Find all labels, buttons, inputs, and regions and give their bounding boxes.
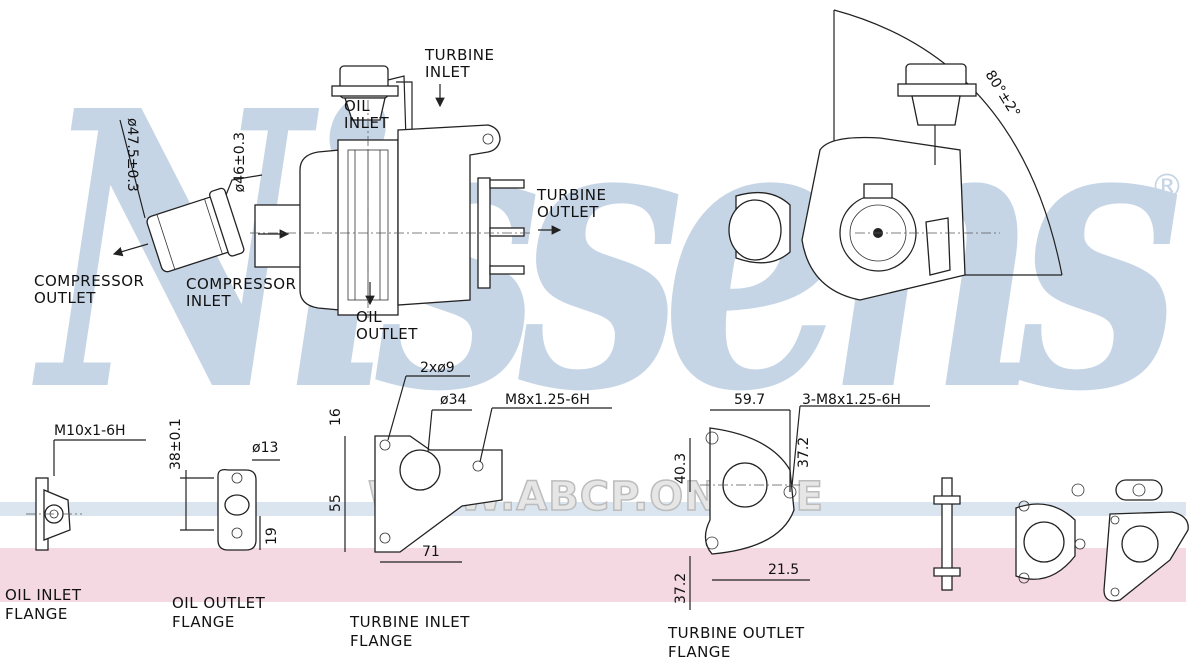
compressor-outlet-label: COMPRESSOR bbox=[34, 272, 144, 290]
turbine-outlet-flange-caption-2: FLANGE bbox=[668, 643, 731, 661]
compressor-inlet-diameter: ø46±0.3 bbox=[232, 132, 248, 192]
oil-inlet-flange-caption: OIL INLET bbox=[5, 586, 82, 604]
compressor-housing bbox=[299, 149, 341, 311]
ti-thread: M8x1.25-6H bbox=[505, 392, 590, 408]
turbo-end-view bbox=[728, 9, 1063, 301]
compressor-outlet-pipe bbox=[146, 187, 245, 273]
dia-leader bbox=[119, 119, 146, 219]
oil-pipe bbox=[941, 477, 953, 591]
compressor-outlet-arrow bbox=[112, 243, 149, 257]
compressor-outlet-label-2: OUTLET bbox=[34, 289, 96, 307]
oil-outlet-flange-caption: OIL OUTLET bbox=[172, 594, 266, 612]
oil-outlet-label-2: OUTLET bbox=[356, 325, 418, 343]
oil-outlet-flange-drawing bbox=[180, 459, 280, 551]
compressor-outlet-diameter: ø47.5±0.3 bbox=[124, 118, 140, 192]
oil-gasket bbox=[1115, 479, 1163, 501]
to-37-2-left: 37.2 bbox=[673, 573, 689, 604]
turbine-inlet-flange-drawing bbox=[344, 375, 612, 563]
ti-71: 71 bbox=[422, 544, 440, 560]
oil-outlet-diameter: ø13 bbox=[252, 440, 278, 456]
turbine-outlet-flange-caption: TURBINE OUTLET bbox=[667, 624, 805, 642]
turbine-inlet-flange-caption-2: FLANGE bbox=[350, 632, 413, 650]
oil-inlet-thread: M10x1-6H bbox=[54, 423, 126, 439]
oil-outlet-label: OIL bbox=[356, 308, 382, 326]
oil-inlet-label: OIL bbox=[344, 97, 370, 115]
compressor-inlet-label: COMPRESSOR bbox=[186, 275, 296, 293]
dia-leader-2 bbox=[225, 174, 263, 196]
pink-stripe bbox=[0, 548, 1186, 602]
turbine-outlet-flange-drawing bbox=[689, 405, 930, 610]
to-thread: 3-M8x1.25-6H bbox=[802, 392, 901, 408]
actuator bbox=[331, 65, 413, 141]
registered-mark-icon: ® bbox=[1150, 167, 1184, 207]
turbine-inlet-flange-caption: TURBINE INLET bbox=[349, 613, 470, 631]
to-59-7: 59.7 bbox=[734, 392, 765, 408]
turbine-inlet-label: TURBINE bbox=[424, 46, 494, 64]
turbine-housing bbox=[397, 124, 501, 306]
ti-bore: ø34 bbox=[440, 392, 466, 408]
turbo-side-view bbox=[112, 65, 562, 318]
oil-outlet-height: 38±0.1 bbox=[168, 418, 184, 470]
to-21-5: 21.5 bbox=[768, 562, 799, 578]
turbine-inlet-label-2: INLET bbox=[425, 63, 470, 81]
compressor-inlet-neck bbox=[254, 204, 304, 268]
oil-inlet-flange-caption-2: FLANGE bbox=[5, 605, 68, 623]
ti-55: 55 bbox=[328, 494, 344, 512]
oil-inlet-flange-drawing bbox=[26, 439, 146, 551]
oil-outlet-flange-caption-2: FLANGE bbox=[172, 613, 235, 631]
ti-16: 16 bbox=[328, 408, 344, 426]
gaskets bbox=[933, 477, 1189, 602]
compressor-inlet-label-2: INLET bbox=[186, 292, 231, 310]
turbine-outlet-label: TURBINE bbox=[536, 186, 606, 204]
oil-inlet-label-2: INLET bbox=[344, 114, 389, 132]
blue-stripe bbox=[0, 502, 1186, 516]
turbine-outlet-label-2: OUTLET bbox=[537, 203, 599, 221]
oil-outlet-19: 19 bbox=[264, 527, 280, 545]
to-37-2-right: 37.2 bbox=[796, 437, 812, 468]
ti-holes: 2xø9 bbox=[420, 360, 455, 376]
to-40-3: 40.3 bbox=[673, 453, 689, 484]
